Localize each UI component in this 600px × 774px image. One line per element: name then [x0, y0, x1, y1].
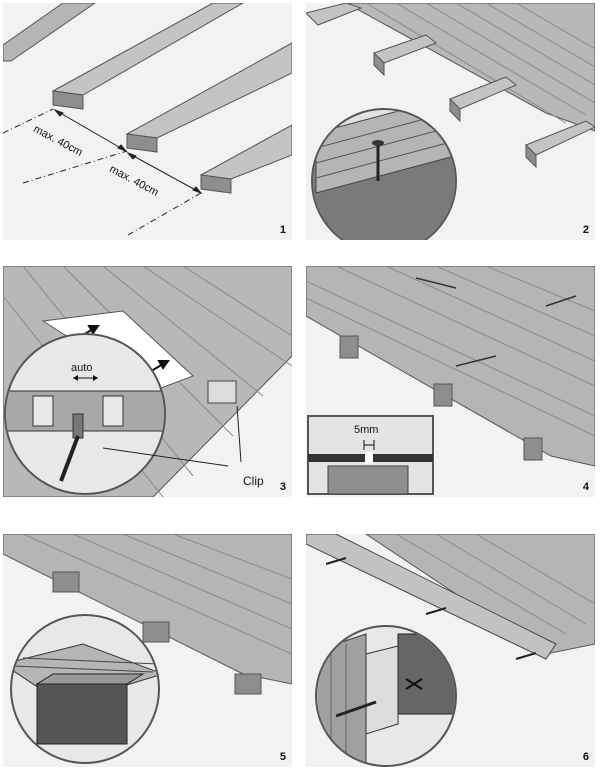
clip: [207, 380, 237, 404]
board-joints: [415, 277, 577, 367]
step-1-illustration: [3, 3, 292, 236]
step-1-panel: max. 40cm max. 40cm 1: [3, 3, 292, 240]
gap-detail-inset: [307, 415, 434, 495]
step-4-illustration: [306, 266, 595, 495]
step-6-panel: 6: [306, 534, 595, 767]
joist: [525, 120, 595, 156]
joist: [52, 571, 80, 593]
joist: [234, 673, 262, 695]
screw: [335, 700, 377, 718]
gap-label: 5mm: [354, 424, 379, 436]
joist: [433, 383, 453, 407]
clip-pointer: [102, 447, 229, 467]
detail-circle: [10, 614, 160, 764]
joist-end: [36, 683, 128, 745]
joist: [199, 124, 292, 194]
joist: [3, 3, 96, 62]
deck-surface: [345, 3, 595, 132]
joist: [449, 76, 517, 110]
step-6-illustration: [306, 534, 595, 767]
joist: [51, 3, 245, 110]
detail-circle: [4, 333, 166, 495]
direction-arrows: [72, 325, 170, 377]
detail-circle: [311, 108, 457, 240]
joist: [306, 3, 363, 26]
clip-label: Clip: [243, 474, 264, 488]
step-3-illustration: [3, 266, 292, 497]
step-number: 1: [279, 224, 286, 236]
detail-circle: [315, 625, 457, 767]
dimension-lines: [3, 108, 203, 236]
deck-surface: [306, 266, 595, 467]
step-2-illustration: [306, 3, 595, 240]
joist: [373, 34, 437, 64]
step-number: 3: [279, 481, 286, 493]
step-number: 5: [279, 751, 286, 763]
screw: [59, 435, 80, 482]
joist: [125, 42, 292, 153]
step-4-panel: 5mm 4: [306, 266, 595, 497]
auto-label: auto: [71, 362, 93, 374]
joist: [523, 437, 543, 461]
fascia-board: [306, 534, 557, 660]
joist: [339, 335, 359, 359]
step-3-panel: auto Clip 3: [3, 266, 292, 497]
step-number: 6: [582, 751, 589, 763]
screws: [325, 557, 537, 660]
step-number: 2: [582, 224, 589, 236]
step-number: 4: [582, 481, 589, 493]
joist: [142, 621, 170, 643]
step-2-panel: 2: [306, 3, 595, 240]
step-5-panel: 5: [3, 534, 292, 767]
step-5-illustration: [3, 534, 292, 764]
